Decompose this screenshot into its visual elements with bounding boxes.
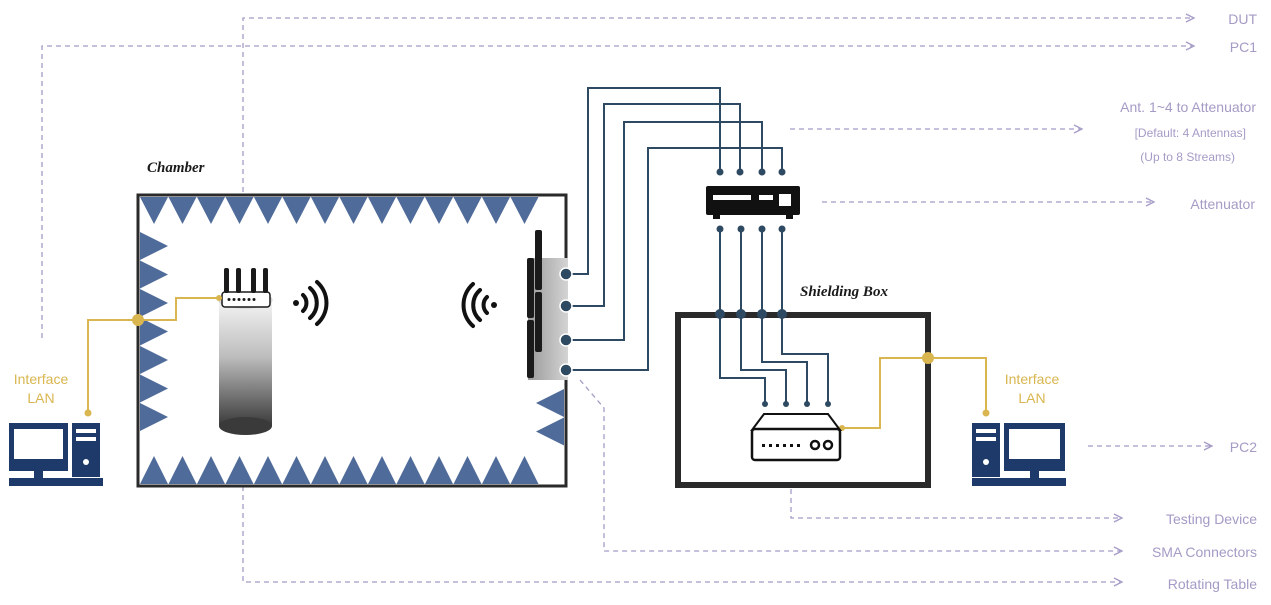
testing-device-cables <box>719 315 829 404</box>
absorber-cone <box>140 403 168 431</box>
callout-sma-connectors: SMA Connectors <box>1152 544 1257 560</box>
absorber-cone <box>254 197 282 224</box>
absorber-cone <box>197 197 225 224</box>
rf-absorbers <box>140 197 564 484</box>
callout-pc1: PC1 <box>1230 39 1257 55</box>
interface-lan-right-line <box>842 357 987 429</box>
absorber-cone <box>225 197 254 224</box>
absorber-cone <box>425 197 453 224</box>
interface-lan-left-line <box>87 297 220 413</box>
interface-lan-left-label-line2: LAN <box>27 390 54 406</box>
callout-attenuator: Attenuator <box>1190 196 1255 212</box>
absorber-cone <box>396 456 425 484</box>
absorber-cone <box>140 374 168 403</box>
absorber-cone <box>140 289 168 317</box>
absorber-cone <box>282 456 311 484</box>
cable-ant-4 <box>566 147 783 371</box>
wifi-router-icon <box>218 268 273 435</box>
absorber-cone <box>225 456 254 484</box>
interface-lan-right-label-line1: Interface <box>1005 371 1060 387</box>
absorber-cone <box>311 456 339 484</box>
pc1-callout-line <box>41 45 1192 338</box>
wifi-signal-icon <box>461 282 497 328</box>
absorber-cone <box>536 417 564 446</box>
absorber-cone <box>140 260 168 289</box>
absorber-cone <box>140 197 168 224</box>
attenuator-output-cables <box>719 226 783 313</box>
interface-lan-right-label-line2: LAN <box>1018 390 1045 406</box>
absorber-cone <box>311 197 339 224</box>
absorber-cone <box>368 456 396 484</box>
shielding-box-label: Shielding Box <box>800 284 888 300</box>
absorber-cone <box>140 346 168 374</box>
absorber-cone <box>168 456 197 484</box>
absorber-cone <box>453 197 482 224</box>
cable-ant-1 <box>566 87 721 275</box>
attenuator-output-dots <box>716 225 786 233</box>
antenna-cables <box>566 87 783 371</box>
absorber-cone <box>168 197 197 224</box>
absorber-cone <box>339 456 368 484</box>
absorber-cone <box>368 197 396 224</box>
absorber-cone <box>453 456 482 484</box>
callout-rotating-table: Rotating Table <box>1168 576 1257 592</box>
absorber-cone <box>140 317 168 346</box>
absorber-cone <box>254 456 282 484</box>
absorber-cone <box>482 197 510 224</box>
lan-connection-points <box>84 295 222 417</box>
interface-lan-left-label-line1: Interface <box>14 371 69 387</box>
absorber-cone <box>396 197 425 224</box>
sma-connector-array <box>527 230 573 380</box>
absorber-cone <box>339 197 368 224</box>
callout-ant-to-attenuator: Ant. 1~4 to Attenuator <box>1120 99 1256 115</box>
absorber-cone <box>140 456 168 484</box>
callout-arrowheads <box>1073 13 1214 587</box>
callout-dut: DUT <box>1228 11 1257 27</box>
attenuator-input-dots <box>716 168 786 176</box>
wifi-signal-icon <box>293 280 329 326</box>
absorber-cone <box>140 232 168 260</box>
absorber-cone <box>536 389 564 417</box>
shielding-box-feedthrough-dots <box>715 309 831 407</box>
desktop-computer-icon <box>972 423 1066 486</box>
absorber-cone <box>282 197 311 224</box>
cable-ant-2 <box>566 103 741 307</box>
absorber-cone <box>482 456 510 484</box>
chamber-frame <box>136 193 568 488</box>
sma-callout-line <box>579 379 1120 552</box>
absorber-cone <box>197 456 225 484</box>
callout-up-to-streams: (Up to 8 Streams) <box>1140 150 1235 164</box>
anechoic-chamber <box>136 193 568 488</box>
callout-default-antennas: [Default: 4 Antennas] <box>1135 126 1246 140</box>
absorber-cone <box>510 197 539 224</box>
callout-testing-device: Testing Device <box>1166 511 1257 527</box>
absorber-cone <box>425 456 453 484</box>
router-device-icon <box>750 413 842 462</box>
absorber-cone <box>510 456 539 484</box>
callout-pc2: PC2 <box>1230 439 1257 455</box>
attenuator-device-icon <box>706 186 800 219</box>
desktop-computer-icon <box>9 423 103 486</box>
cable-ant-3 <box>566 121 763 341</box>
chamber-label: Chamber <box>147 160 205 176</box>
